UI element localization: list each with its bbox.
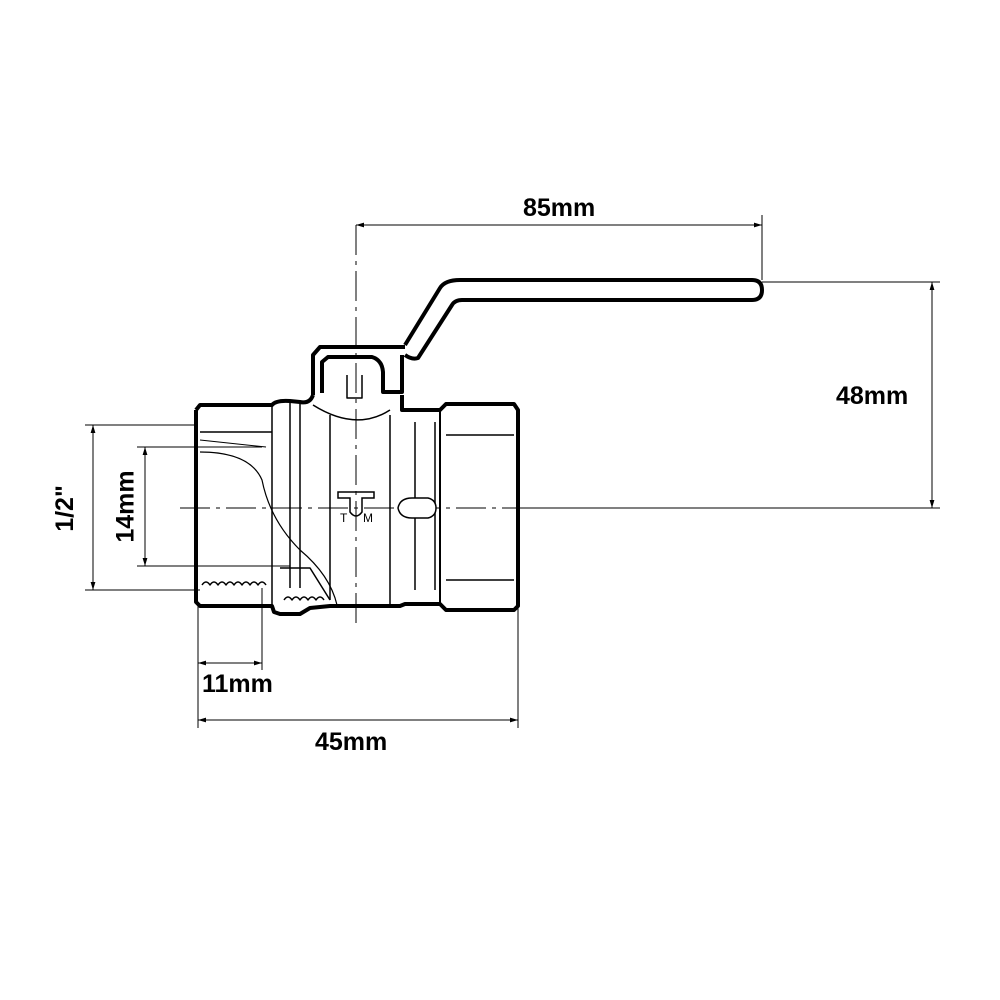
bore-label: 14mm bbox=[111, 470, 140, 543]
svg-text:T: T bbox=[340, 511, 348, 525]
thread-size-label: 1/2" bbox=[50, 485, 79, 532]
valve-body bbox=[194, 394, 520, 616]
handle-height-label: 48mm bbox=[836, 382, 909, 410]
valve-handle bbox=[311, 278, 764, 399]
center-lines bbox=[180, 225, 540, 625]
dimension-lines bbox=[85, 215, 940, 728]
tm-logo: T M bbox=[337, 491, 375, 525]
thread-depth-label: 11mm bbox=[202, 670, 273, 698]
body-length-label: 45mm bbox=[315, 728, 388, 756]
handle-length-label: 85mm bbox=[523, 194, 596, 222]
svg-text:M: M bbox=[363, 511, 373, 525]
